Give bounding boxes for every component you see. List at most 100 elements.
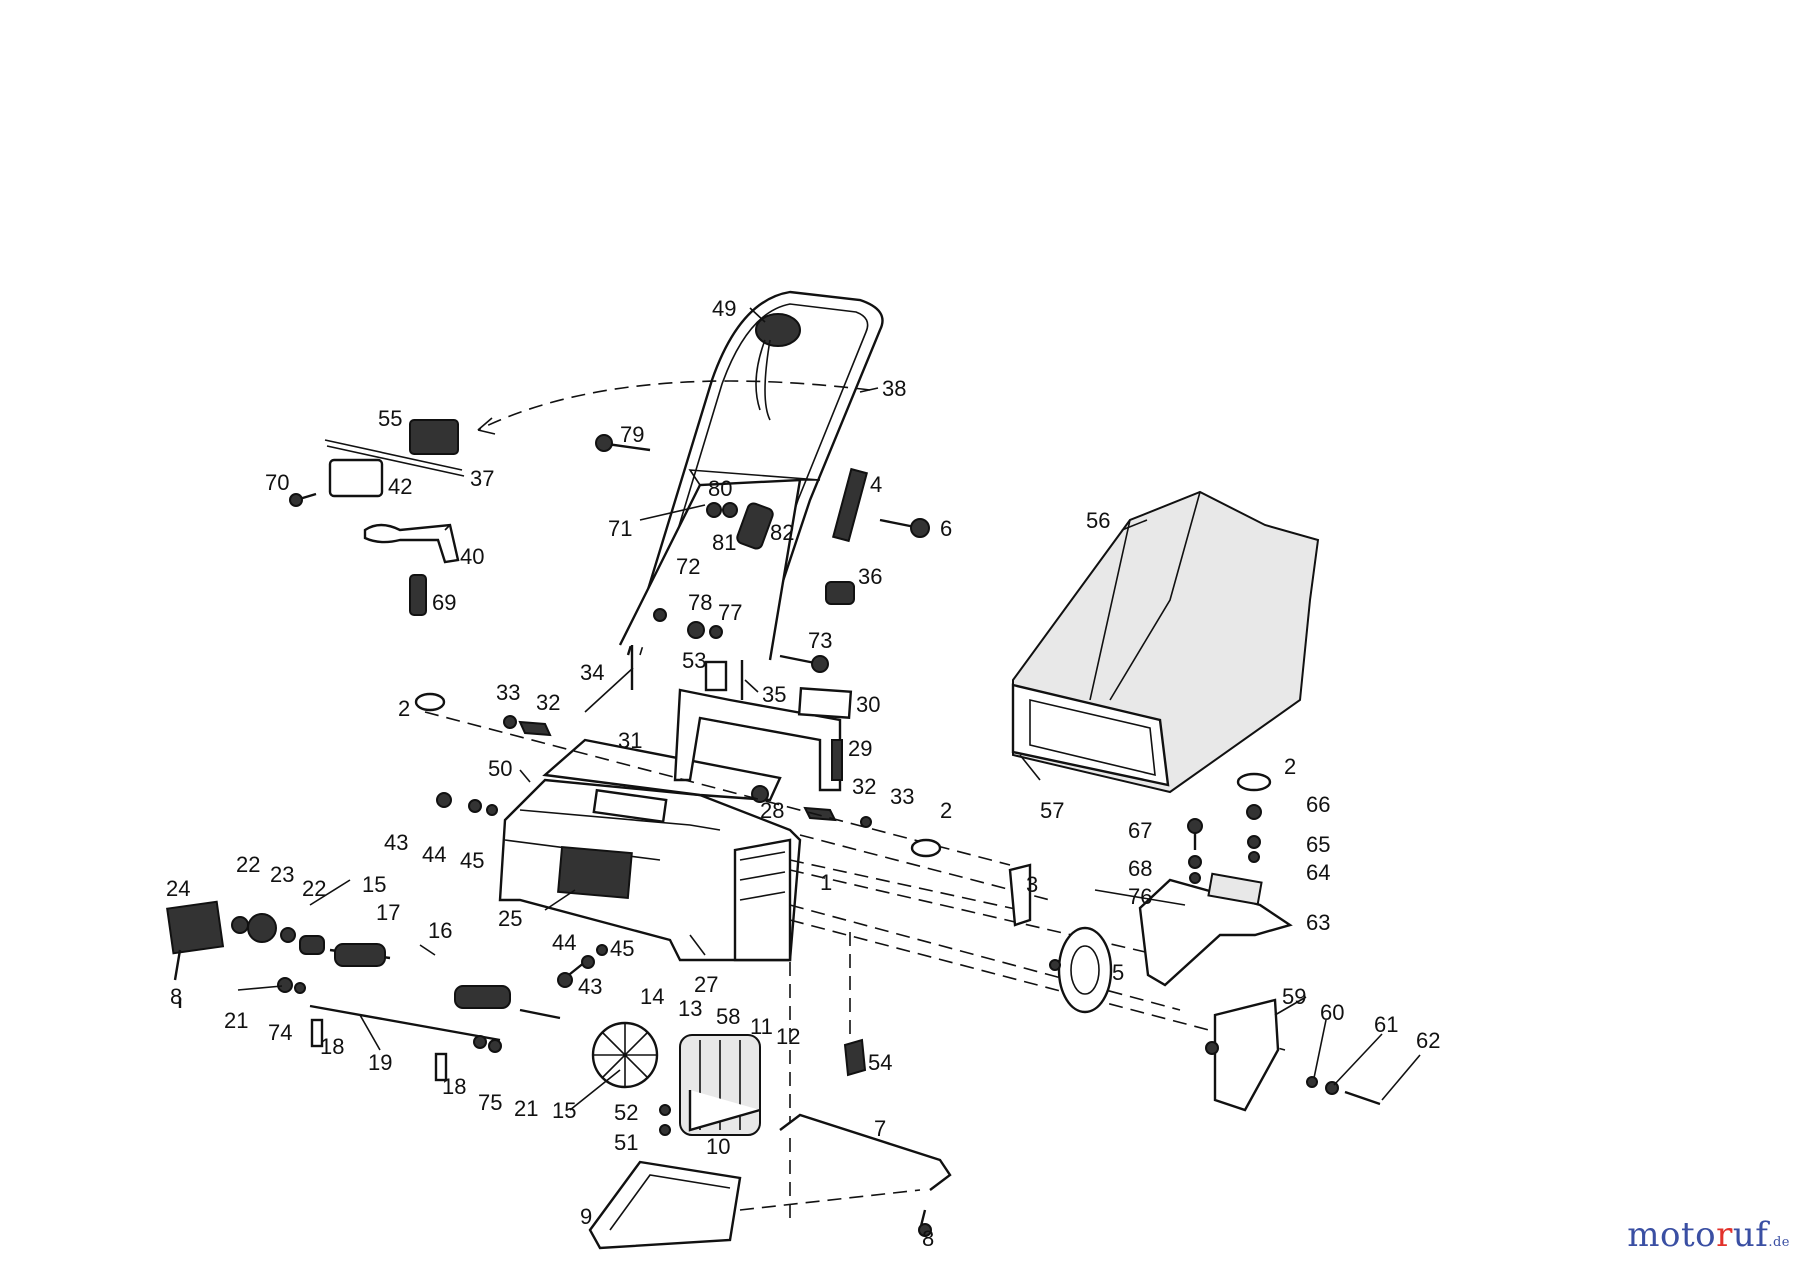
label-11: 11	[750, 1014, 773, 1039]
label-33-top: 33	[496, 680, 520, 705]
wheel-assembly	[1049, 926, 1381, 1112]
label-4: 4	[870, 472, 882, 497]
label-74: 74	[268, 1020, 292, 1045]
label-33-right: 33	[890, 784, 914, 809]
label-67: 67	[1128, 818, 1152, 843]
label-43-lower: 43	[578, 974, 602, 999]
label-2-mid: 2	[940, 798, 952, 823]
spring	[409, 574, 427, 616]
motor-assembly	[569, 1021, 761, 1136]
label-8-left: 8	[170, 984, 182, 1009]
side-bearing-plate	[166, 900, 225, 955]
label-58: 58	[716, 1004, 740, 1029]
label-52: 52	[614, 1100, 638, 1125]
label-19: 19	[368, 1050, 392, 1075]
bag-frame	[1011, 683, 1170, 787]
adjuster-holder	[328, 458, 384, 498]
top-cover	[542, 738, 782, 802]
rear-flap	[1213, 998, 1280, 1112]
label-45-left: 45	[460, 848, 484, 873]
label-13: 13	[678, 996, 702, 1021]
label-22-right: 22	[302, 876, 326, 901]
bracket-54	[843, 1038, 867, 1077]
label-12: 12	[776, 1024, 800, 1049]
discharge-chute	[1138, 878, 1293, 987]
handle-assembly	[477, 290, 930, 700]
label-5: 5	[1112, 960, 1124, 985]
label-9: 9	[580, 1204, 592, 1229]
roller-shaft	[309, 1004, 501, 1042]
cable-clip	[736, 502, 774, 550]
label-50: 50	[488, 756, 512, 781]
label-30: 30	[856, 692, 880, 717]
label-68: 68	[1128, 856, 1152, 881]
adjuster-lever	[363, 523, 460, 564]
handle-bracket	[831, 467, 869, 543]
label-15-top: 15	[362, 872, 386, 897]
label-63: 63	[1306, 910, 1330, 935]
label-21-left: 21	[224, 1008, 248, 1033]
label-6: 6	[940, 516, 952, 541]
label-14: 14	[640, 984, 664, 1009]
label-54: 54	[868, 1050, 892, 1075]
label-38: 38	[882, 376, 906, 401]
label-1: 1	[820, 870, 832, 895]
height-adjuster-plate	[409, 419, 459, 455]
wheel	[1057, 926, 1113, 1014]
label-64: 64	[1306, 860, 1330, 885]
label-81: 81	[712, 530, 736, 555]
label-36: 36	[858, 564, 882, 589]
motoruf-logo: motoruf.de	[1627, 1215, 1790, 1255]
label-61: 61	[1374, 1012, 1398, 1037]
label-2-right: 2	[1284, 754, 1296, 779]
cable-switch	[755, 313, 801, 347]
label-45-lower: 45	[610, 936, 634, 961]
label-70: 70	[265, 470, 289, 495]
label-80: 80	[708, 476, 732, 501]
deck-assembly	[414, 660, 1286, 1220]
roller-shaft-assembly	[166, 879, 561, 1082]
label-27: 27	[694, 972, 718, 997]
label-28: 28	[760, 798, 784, 823]
label-75: 75	[478, 1090, 502, 1115]
label-10: 10	[706, 1134, 730, 1159]
base-plate	[588, 1160, 742, 1250]
label-69: 69	[432, 590, 456, 615]
label-24: 24	[166, 876, 190, 901]
label-43-left: 43	[384, 830, 408, 855]
knob	[414, 692, 446, 712]
label-29: 29	[848, 736, 872, 761]
label-73: 73	[808, 628, 832, 653]
label-49: 49	[712, 296, 736, 321]
handle-knob	[825, 581, 855, 605]
label-51: 51	[614, 1130, 638, 1155]
leader-lines	[237, 307, 1421, 1101]
label-59: 59	[1282, 984, 1306, 1009]
label-71: 71	[608, 516, 632, 541]
label-34: 34	[580, 660, 604, 685]
label-3: 3	[1026, 872, 1038, 897]
label-31: 31	[618, 728, 642, 753]
label-22-left: 22	[236, 852, 260, 877]
label-25: 25	[498, 906, 522, 931]
label-44-left: 44	[422, 842, 446, 867]
label-60: 60	[1320, 1000, 1344, 1025]
label-16: 16	[428, 918, 452, 943]
label-72: 72	[676, 554, 700, 579]
label-53: 53	[682, 648, 706, 673]
label-79: 79	[620, 422, 644, 447]
label-18-right: 18	[442, 1074, 466, 1099]
label-42: 42	[388, 474, 412, 499]
grass-box-assembly	[1011, 490, 1320, 987]
label-55: 55	[378, 406, 402, 431]
motor-cover-plate	[557, 845, 633, 900]
label-76: 76	[1128, 884, 1152, 909]
label-21-right: 21	[514, 1096, 538, 1121]
bracket-3	[1008, 863, 1032, 927]
label-7: 7	[874, 1116, 886, 1141]
label-57: 57	[1040, 798, 1064, 823]
label-44-lower: 44	[552, 930, 576, 955]
label-17: 17	[376, 900, 400, 925]
label-77: 77	[718, 600, 742, 625]
